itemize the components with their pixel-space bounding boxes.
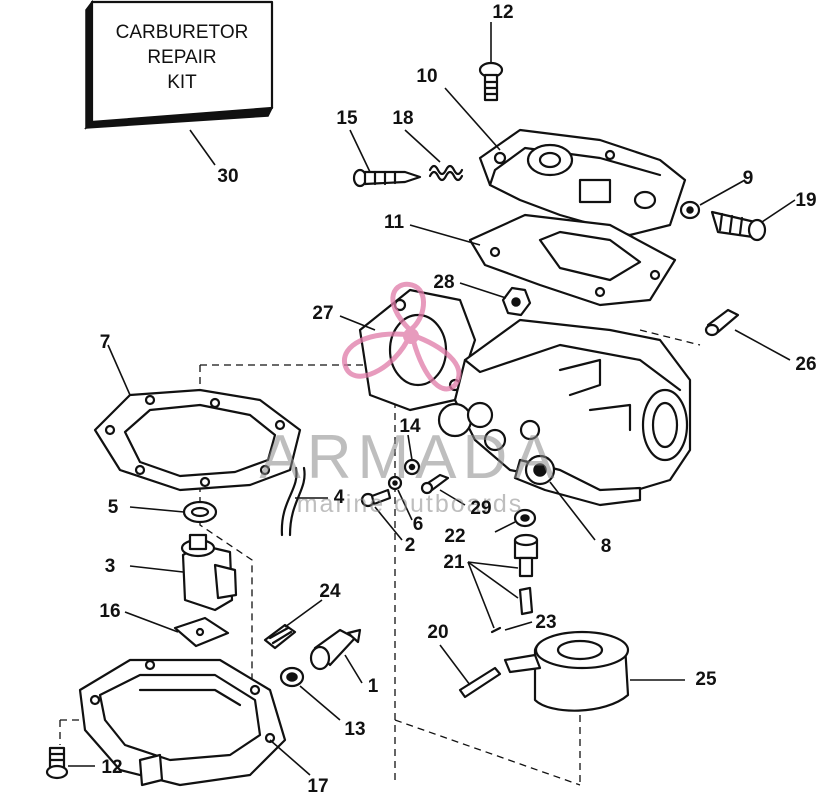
washer-9-part	[679, 200, 701, 220]
watermark: ARMADA marine outboards	[259, 281, 560, 518]
bowl-gasket-part	[93, 388, 302, 492]
kit-line-3: KIT	[167, 72, 197, 93]
part-label-2: 2	[405, 535, 416, 556]
part-label-1: 1	[368, 676, 379, 697]
washer-22-part	[513, 508, 537, 528]
part-label-5: 5	[108, 497, 119, 518]
pin-20-part	[458, 666, 502, 699]
needle-screw-part	[352, 168, 422, 188]
screw-top-part	[478, 61, 504, 102]
part-label-16: 16	[99, 601, 120, 622]
watermark-brand: ARMADA	[259, 423, 560, 492]
part-label-24: 24	[319, 581, 341, 602]
washer-6-part	[387, 475, 403, 491]
part-labels: 30 12 10 15 18 9 19 11 28 27 26 7 14 5 4…	[99, 2, 816, 795]
float-part	[180, 533, 238, 612]
part-label-11: 11	[384, 212, 405, 233]
screw-19-part	[710, 210, 767, 242]
part-label-22: 22	[444, 526, 465, 547]
spring-24-part	[263, 623, 297, 650]
valve-1-part	[309, 628, 362, 671]
part-label-30: 30	[217, 166, 238, 187]
jet-21-part	[513, 533, 539, 616]
part-label-7: 7	[100, 332, 111, 353]
part-label-25: 25	[695, 669, 717, 690]
plate-16-part	[173, 616, 230, 648]
assembly-guide-lines	[59, 329, 701, 786]
pin-23-part	[490, 626, 502, 634]
nut-28-part	[501, 286, 532, 317]
fitting-26-part	[704, 308, 740, 337]
part-label-3: 3	[105, 556, 116, 577]
float-bowl-part	[78, 658, 287, 787]
part-label-10: 10	[416, 66, 437, 87]
part-label-17: 17	[307, 776, 328, 795]
part-label-23: 23	[535, 612, 556, 633]
leader-lines	[68, 22, 796, 776]
part-label-18: 18	[392, 108, 413, 129]
repair-kit-box: CARBURETOR REPAIR KIT	[84, 0, 274, 130]
part-label-21: 21	[443, 552, 465, 573]
part-label-6: 6	[413, 514, 424, 535]
screw-2-part	[360, 488, 392, 508]
washer-13-part	[279, 666, 305, 688]
part-label-19: 19	[795, 190, 816, 211]
part-label-8: 8	[601, 536, 612, 557]
tube-part	[280, 466, 306, 537]
kit-line-1: CARBURETOR	[116, 22, 249, 43]
washer-5-part	[182, 500, 218, 524]
watermark-logo-mark	[342, 281, 462, 392]
part-label-15: 15	[336, 108, 358, 129]
part-label-29: 29	[470, 498, 491, 519]
spring-part	[428, 164, 464, 182]
part-label-26: 26	[795, 354, 816, 375]
cover-gasket-part	[468, 213, 677, 307]
kit-line-2: REPAIR	[147, 47, 216, 68]
part-label-14: 14	[399, 416, 421, 437]
part-label-20: 20	[427, 622, 448, 643]
float-25-part	[503, 630, 630, 712]
carburetor-body-part	[437, 318, 692, 507]
part-label-4: 4	[334, 487, 345, 508]
part-label-28: 28	[433, 272, 454, 293]
float-bowl-cover-part	[478, 128, 687, 237]
part-label-13: 13	[344, 719, 365, 740]
part-label-12-top: 12	[492, 2, 513, 23]
watermark-tagline: marine outboards	[297, 490, 524, 518]
needle-29-part	[420, 473, 450, 495]
part-label-9: 9	[743, 168, 754, 189]
screw-bottom-part	[45, 746, 69, 780]
part-label-27: 27	[312, 303, 333, 324]
part-label-12-bottom: 12	[101, 757, 122, 778]
